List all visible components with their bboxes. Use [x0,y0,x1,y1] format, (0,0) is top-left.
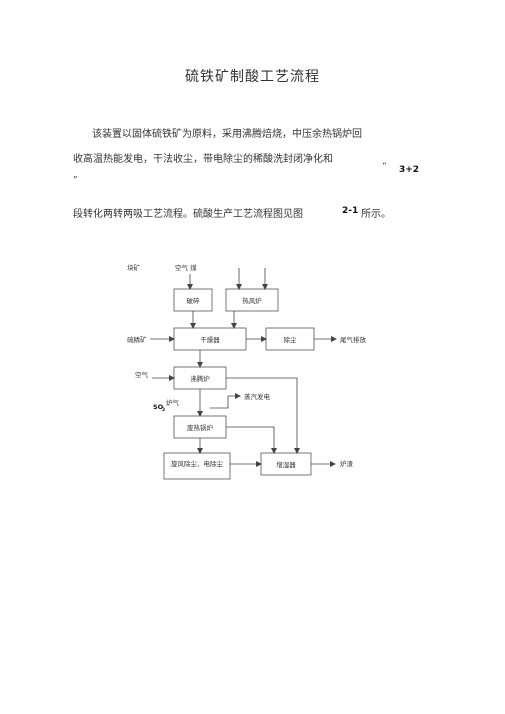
paragraph-line-3: 段转化两转两吸工艺流程。硫酸生产工艺流程图见图 [73,209,303,220]
label-waste-heat-boiler: 废热锅炉 [187,423,214,432]
paragraph-line-1: 该装置以固体硫铁矿为原料，采用沸腾焙烧，中压余热锅炉回 [92,129,362,140]
label-hot-air-furnace: 热风炉 [242,296,262,305]
label-so2-subscript: 2 [162,407,165,413]
label-cyclone-esp: 旋风除尘、电除尘 [171,459,224,468]
label-crusher: 破碎 [187,296,201,305]
figure-reference: 2-1 [342,206,359,216]
label-so2: SO [153,403,164,411]
label-steam-power: 蒸汽发电 [244,392,271,401]
label-air-coal: 空气 煤 [175,263,197,272]
document-title: 硫铁矿制酸工艺流程 [185,69,320,85]
label-concentrate: 硫精矿 [127,335,147,344]
paragraph-line-2: 收高温热能发电，干法收尘，带电除尘的稀酸洗封闭净化和 [73,154,333,165]
label-thickener: 增湿器 [276,460,296,469]
flow-arrow-roaster-thickener [226,377,300,454]
label-air: 空气 [135,370,149,379]
close-quote: ” [73,176,78,186]
label-roaster: 沸腾炉 [190,374,210,383]
label-furnace-gas: 炉气 [166,398,180,407]
hot-air-furnace-box [225,288,279,312]
figure-reference-suffix: 所示。 [361,209,391,220]
label-lump-ore: 块矿 [127,263,141,272]
label-dust-removal: 除尘 [284,335,298,344]
flow-arrow-boiler-thickener [226,426,277,454]
stage-count-3-2: 3+2 [399,165,420,175]
open-quote: “ [382,162,387,172]
label-dryer: 干燥器 [200,335,220,344]
label-tail-gas: 尾气排放 [340,335,367,344]
label-slag: 炉渣 [340,459,354,468]
flow-arrow-steam [210,393,241,409]
